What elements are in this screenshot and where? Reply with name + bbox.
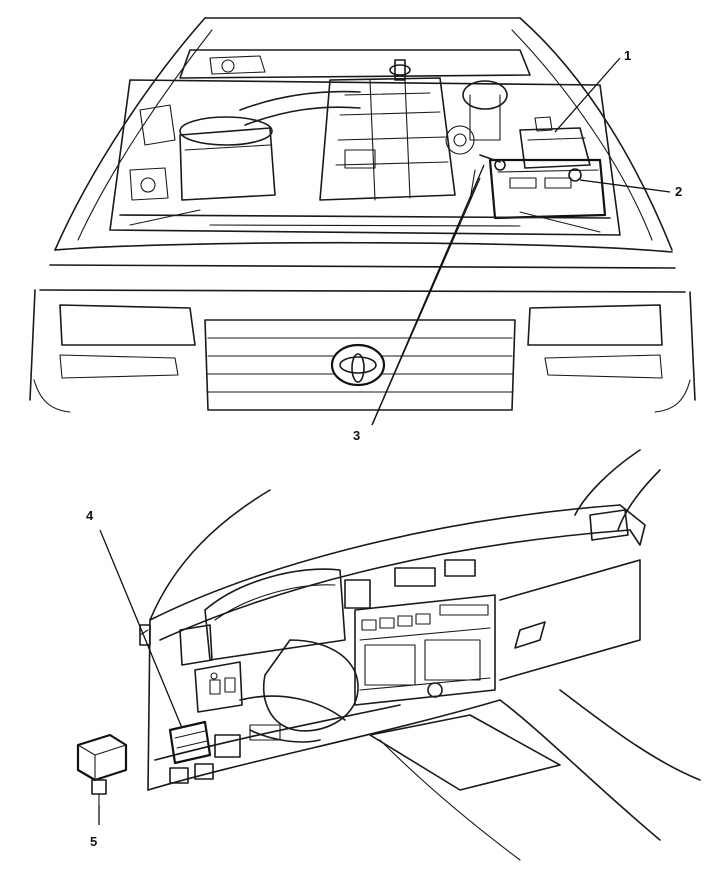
callout-2: 2 <box>579 179 682 199</box>
callout-label-1: 1 <box>624 48 631 63</box>
callout-3: 3 <box>353 164 485 443</box>
callout-label-2: 2 <box>675 184 682 199</box>
callout-label-3: 3 <box>353 428 360 443</box>
callout-5: 5 <box>90 805 100 849</box>
callout-label-4: 4 <box>86 508 94 523</box>
callout-1: 1 <box>554 48 631 133</box>
dashboard-illustration <box>76 449 701 861</box>
callout-4: 4 <box>86 508 183 729</box>
engine-bay-illustration <box>29 17 696 413</box>
callout-label-5: 5 <box>90 834 97 849</box>
